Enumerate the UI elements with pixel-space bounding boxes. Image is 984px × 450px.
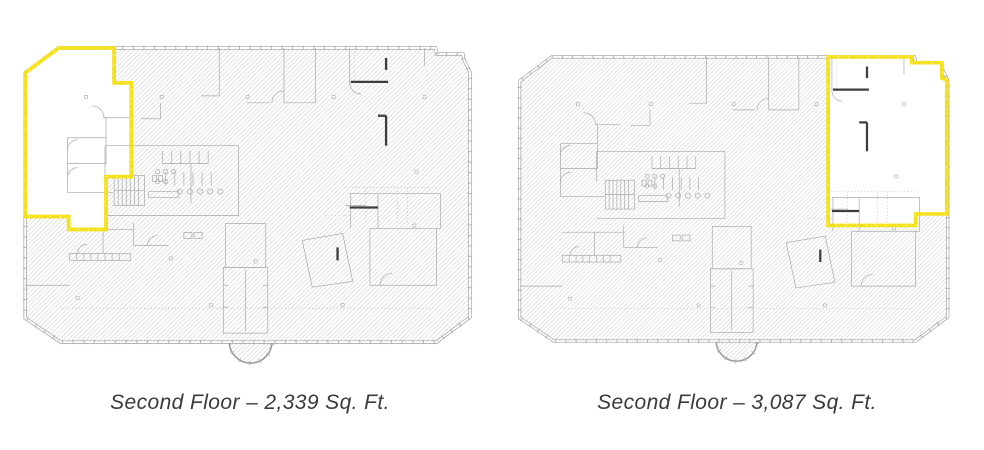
caption-left-plan: Second Floor – 2,339 Sq. Ft. (110, 391, 390, 414)
floor-plan-left (25, 48, 470, 363)
floor-plan-right (520, 57, 948, 361)
caption-right-plan: Second Floor – 3,087 Sq. Ft. (597, 391, 877, 414)
highlighted-suite-right (828, 56, 947, 226)
